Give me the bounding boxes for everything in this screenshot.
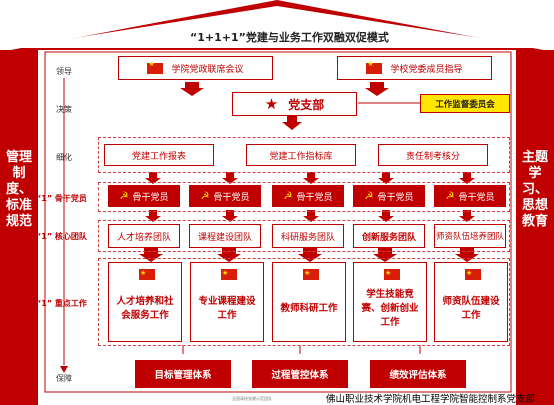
team-research: 科研服务团队: [272, 224, 344, 248]
core-member-3: ☭骨干党员: [272, 185, 344, 207]
team-faculty: 师资队伍培养团队: [434, 224, 506, 248]
party-branch-box: ★ 党支部: [232, 92, 357, 116]
work-talent: 人才培养和社会服务工作: [108, 262, 182, 342]
refine-item-assessment: 责任制考核分: [378, 144, 488, 166]
core-member-label: 骨干党员: [458, 192, 495, 203]
leadership-label: 学校党委成员指导: [390, 64, 463, 75]
key-work-container: [98, 258, 510, 346]
row-label-core-member: “1” 骨干党员: [36, 194, 87, 203]
core-member-4: ☭骨干党员: [353, 185, 425, 207]
hammer-sickle-icon: ☭: [364, 190, 374, 202]
leadership-box-school: 学校党委成员指导: [337, 56, 492, 80]
flag-icon: [303, 266, 319, 280]
hammer-sickle-icon: ☭: [445, 190, 455, 202]
work-label: 师资队伍建设工作: [442, 296, 500, 321]
work-label: 人才培养和社会服务工作: [116, 296, 174, 321]
supervision-committee-box: 工作监督委员会: [420, 94, 510, 113]
hammer-sickle-icon: ☭: [283, 190, 293, 202]
party-branch-label: 党支部: [288, 97, 325, 112]
flag-icon: [384, 266, 400, 280]
footer-caption: 佛山职业技术学院机电工程学院智能控制系党支部: [326, 394, 536, 405]
refine-item-indicator: 党建工作指标库: [246, 144, 356, 166]
flag-icon: [366, 60, 383, 74]
refine-container: [98, 137, 510, 173]
core-member-label: 骨干党员: [377, 192, 414, 203]
small-print: 全国高校党建示范团队: [232, 396, 272, 401]
hammer-sickle-icon: ☭: [119, 190, 129, 202]
row-label-guarantee: 保障: [56, 374, 72, 383]
guarantee-performance: 绩效评估体系: [370, 360, 466, 388]
core-member-container: [98, 182, 510, 212]
work-label: 教师科研工作: [280, 303, 338, 314]
team-talent: 人才培养团队: [108, 224, 180, 248]
team-innovation: 创新服务团队: [353, 224, 425, 248]
row-label-decide: 决策: [56, 105, 72, 114]
hammer-sickle-icon: ☭: [200, 190, 210, 202]
team-course: 课程建设团队: [189, 224, 261, 248]
flag-icon: [147, 60, 164, 74]
work-faculty: 师资队伍建设工作: [434, 262, 508, 342]
core-member-label: 骨干党员: [132, 192, 169, 203]
row-label-lead: 领导: [56, 67, 72, 76]
row-label-key-work: “1” 重点工作: [36, 299, 87, 308]
star-icon: ★: [264, 95, 279, 113]
refine-item-report: 党建工作报表: [104, 144, 214, 166]
guarantee-target: 目标管理体系: [135, 360, 231, 388]
core-member-2: ☭骨干党员: [189, 185, 261, 207]
flag-icon: [465, 266, 481, 280]
work-competition: 学生技能竞赛、创新创业工作: [353, 262, 427, 342]
diagram-title: “1+1+1”党建与业务工作双融双促模式: [190, 31, 389, 44]
core-team-container: [98, 220, 510, 252]
work-research: 教师科研工作: [272, 262, 346, 342]
work-label: 专业课程建设工作: [198, 296, 256, 321]
right-pillar-text: 主题学习、思想教育: [522, 150, 549, 229]
leadership-label: 学院党政联席会议: [171, 64, 244, 75]
core-member-1: ☭骨干党员: [108, 185, 180, 207]
row-label-core-team: “1” 核心团队: [36, 232, 87, 241]
core-member-label: 骨干党员: [296, 192, 333, 203]
leadership-box-college: 学院党政联席会议: [118, 56, 273, 80]
flag-icon: [139, 266, 155, 280]
work-course: 专业课程建设工作: [190, 262, 264, 342]
row-label-refine: 细化: [56, 153, 72, 162]
work-label: 学生技能竞赛、创新创业工作: [361, 289, 419, 328]
core-member-5: ☭骨干党员: [434, 185, 506, 207]
flag-icon: [221, 266, 237, 280]
left-pillar-text: 管理制度、标准规范: [6, 150, 33, 229]
guarantee-process: 过程管控体系: [252, 360, 348, 388]
core-member-label: 骨干党员: [213, 192, 250, 203]
